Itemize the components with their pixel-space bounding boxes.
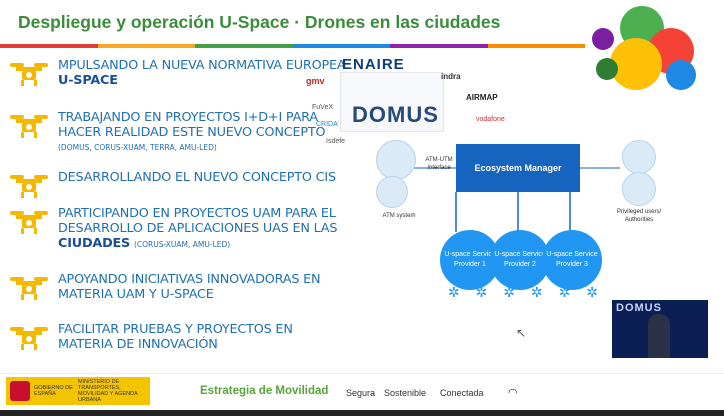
item-line: desarrollo de aplicaciones UAS en las — [58, 221, 338, 236]
item-text: Desarrollando el nuevo concepto CIS — [58, 170, 336, 185]
mouse-cursor-icon: ↖ — [516, 326, 527, 340]
item-line: Participando en proyectos UAM para el — [58, 206, 336, 221]
drone-icon — [10, 175, 48, 198]
item-text: Facilitar pruebas y proyectos en materia… — [58, 322, 293, 352]
segura-label: Segura — [346, 388, 376, 398]
coat-of-arms-icon — [10, 381, 30, 401]
small-drone-icon: ✲ — [448, 284, 460, 300]
partner-logo: gmv — [306, 76, 325, 86]
wifi-icon: ◠ — [508, 387, 518, 399]
domus-logo: DOMUS — [352, 102, 439, 127]
item-line: Desarrollando el nuevo concepto CIS — [58, 170, 336, 185]
list-item: mpulsando la nueva normativa europea U-S… — [8, 58, 346, 88]
partner-logo: indra — [441, 72, 461, 81]
item-text: mpulsando la nueva normativa europea U-S… — [58, 58, 346, 88]
privileged-users-label: Privileged users/ Authorities — [616, 209, 662, 223]
item-line: Facilitar pruebas y proyectos en — [58, 322, 293, 337]
presenter-figure — [648, 314, 670, 358]
small-drone-icon: ✲ — [475, 284, 488, 300]
service-provider-3: U-space Service Provider 3 — [542, 230, 602, 290]
ecosystem-manager-box: Ecosystem Manager — [456, 144, 580, 192]
atm-utm-interface: ATM-UTM Interface — [425, 157, 453, 171]
user-icon — [622, 140, 656, 174]
diagram-connectors — [414, 167, 620, 232]
color-stripe — [0, 44, 585, 48]
logo-circle-yellow — [610, 38, 662, 90]
item-line-bold: U-SPACE — [58, 73, 118, 88]
partner-logo: vodafone — [476, 116, 505, 123]
item-line: materia de innovación — [58, 337, 218, 352]
slide-title: Despliegue y operación U-Space · Drones … — [18, 12, 501, 32]
stripe-green — [195, 44, 293, 48]
list-item: Participando en proyectos UAM para el de… — [8, 206, 337, 252]
stripe-orange — [487, 44, 585, 48]
partner-logo: CRIDA — [316, 121, 338, 128]
strategy-label: Estrategia de Movilidad — [200, 385, 329, 397]
domus-logo-box — [340, 72, 444, 132]
mobility-logo — [588, 2, 700, 98]
enaire-logo: ENAIRE — [342, 56, 405, 73]
logo-circle-purple — [592, 28, 614, 50]
logo-circle-darkgreen — [596, 58, 618, 80]
bottom-bar — [0, 410, 724, 416]
globe-icon — [376, 176, 408, 208]
logo-circle-blue — [666, 60, 696, 90]
item-line: materia UAM y U-SPACE — [58, 287, 214, 302]
partner-logo: Isdefe — [326, 138, 346, 145]
video-thumbnail[interactable]: DOMUS — [612, 300, 708, 358]
list-item: Desarrollando el nuevo concepto CIS — [8, 170, 336, 200]
item-text: Trabajando en proyectos I+D+I para hacer… — [58, 110, 326, 155]
item-sub: (CORUS-XUAM, AMU-LED) — [133, 240, 231, 249]
partner-logo: FuVeX — [312, 104, 334, 111]
drone-icon — [10, 115, 48, 138]
atm-system-label: ATM system — [382, 213, 416, 219]
building-icon — [622, 172, 656, 206]
item-line-bold: ciudades — [58, 236, 131, 251]
item-line: Trabajando en proyectos I+D+I para — [58, 110, 318, 125]
list-item: Facilitar pruebas y proyectos en materia… — [8, 322, 293, 352]
drone-icon — [10, 277, 48, 300]
atm-icon — [376, 140, 416, 180]
list-item: Trabajando en proyectos I+D+I para hacer… — [8, 110, 326, 155]
ministry-line: MINISTERIO DE TRANSPORTES, MOVILIDAD Y A… — [78, 379, 138, 403]
stripe-blue — [292, 44, 390, 48]
drone-fleet: ✲ ✲ ✲ ✲ ✲ ✲ — [448, 284, 598, 308]
small-drone-icon: ✲ — [503, 284, 516, 300]
item-sub: (DOMUS, CORUS-XUAM, TERRA, AMU-LED) — [58, 143, 217, 152]
video-title: DOMUS — [616, 302, 662, 314]
government-logo: GOBIERNO DE ESPAÑA MINISTERIO DE TRANSPO… — [6, 377, 150, 405]
small-drone-icon: ✲ — [530, 284, 543, 300]
gov-line: GOBIERNO DE ESPAÑA — [34, 385, 73, 397]
stripe-yellow — [97, 44, 195, 48]
stripe-red — [0, 44, 98, 48]
conectada-label: Conectada — [440, 388, 484, 398]
item-text: Participando en proyectos UAM para el de… — [58, 206, 337, 252]
small-drone-icon: ✲ — [586, 284, 598, 300]
drone-icon — [10, 327, 48, 350]
list-item: Apoyando iniciativas innovadoras en mate… — [8, 272, 321, 302]
item-text: Apoyando iniciativas innovadoras en mate… — [58, 272, 321, 302]
drone-icon — [10, 211, 48, 234]
small-drone-icon: ✲ — [558, 284, 571, 300]
partner-logo: AIRMAP — [466, 93, 498, 102]
item-line: Apoyando iniciativas innovadoras en — [58, 272, 321, 287]
stripe-purple — [390, 44, 488, 48]
drone-icon — [10, 63, 48, 86]
service-provider-2: U-space Service Provider 2 — [490, 230, 550, 290]
item-line: mpulsando la nueva normativa europea — [58, 58, 346, 73]
sostenible-label: Sostenible — [384, 388, 427, 398]
item-line: hacer realidad este nuevo concepto — [58, 125, 326, 140]
